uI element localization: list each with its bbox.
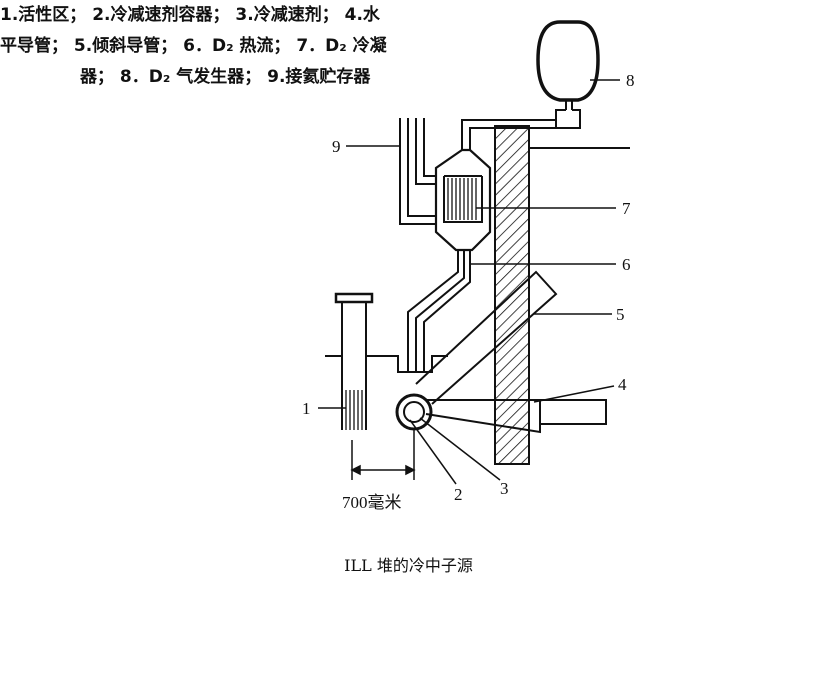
label-8: 8 bbox=[626, 71, 635, 90]
label-9: 9 bbox=[332, 137, 341, 156]
legend-line-2: 平导管； 5.倾斜导管； 6．D₂ 热流； 7．D₂ 冷凝 bbox=[0, 36, 387, 56]
label-3: 3 bbox=[500, 479, 509, 498]
d2-condenser bbox=[434, 148, 492, 252]
d2-gas-generator bbox=[536, 20, 600, 110]
figure-legend: 1.活性区； 2.冷减速剂容器； 3.冷减速剂； 4.水 平导管； 5.倾斜导管… bbox=[0, 0, 560, 93]
cold-moderator-container bbox=[395, 393, 433, 431]
cold-moderator bbox=[403, 401, 425, 423]
figure-title: ILL 堆的冷中子源 bbox=[344, 556, 473, 575]
helium-pipes bbox=[399, 118, 436, 225]
leader-lines bbox=[318, 79, 620, 485]
label-7: 7 bbox=[622, 199, 631, 218]
d2-heat-flow-tubes bbox=[397, 250, 471, 372]
label-5: 5 bbox=[616, 305, 625, 324]
label-2: 2 bbox=[454, 485, 463, 504]
dimension-marker bbox=[350, 430, 416, 480]
callout-labels: 8 9 7 6 5 4 1 2 3 700毫米 bbox=[302, 71, 635, 512]
legend-line-1: 1.活性区； 2.冷减速剂容器； 3.冷减速剂； 4.水 bbox=[0, 5, 380, 25]
label-6: 6 bbox=[622, 255, 631, 274]
active-zone bbox=[325, 292, 448, 430]
dimension-label: 700毫米 bbox=[342, 493, 402, 512]
legend-line-3: 器； 8．D₂ 气发生器； 9.接氦贮存器 bbox=[80, 67, 371, 87]
cold-neutron-source-diagram: 8 9 7 6 5 4 1 2 3 700毫米 bbox=[302, 20, 635, 512]
d2-supply-pipe bbox=[461, 109, 581, 150]
inclined-guide-tube bbox=[415, 270, 558, 405]
label-1: 1 bbox=[302, 399, 311, 418]
horizontal-guide-tube bbox=[425, 399, 607, 434]
label-4: 4 bbox=[618, 375, 627, 394]
